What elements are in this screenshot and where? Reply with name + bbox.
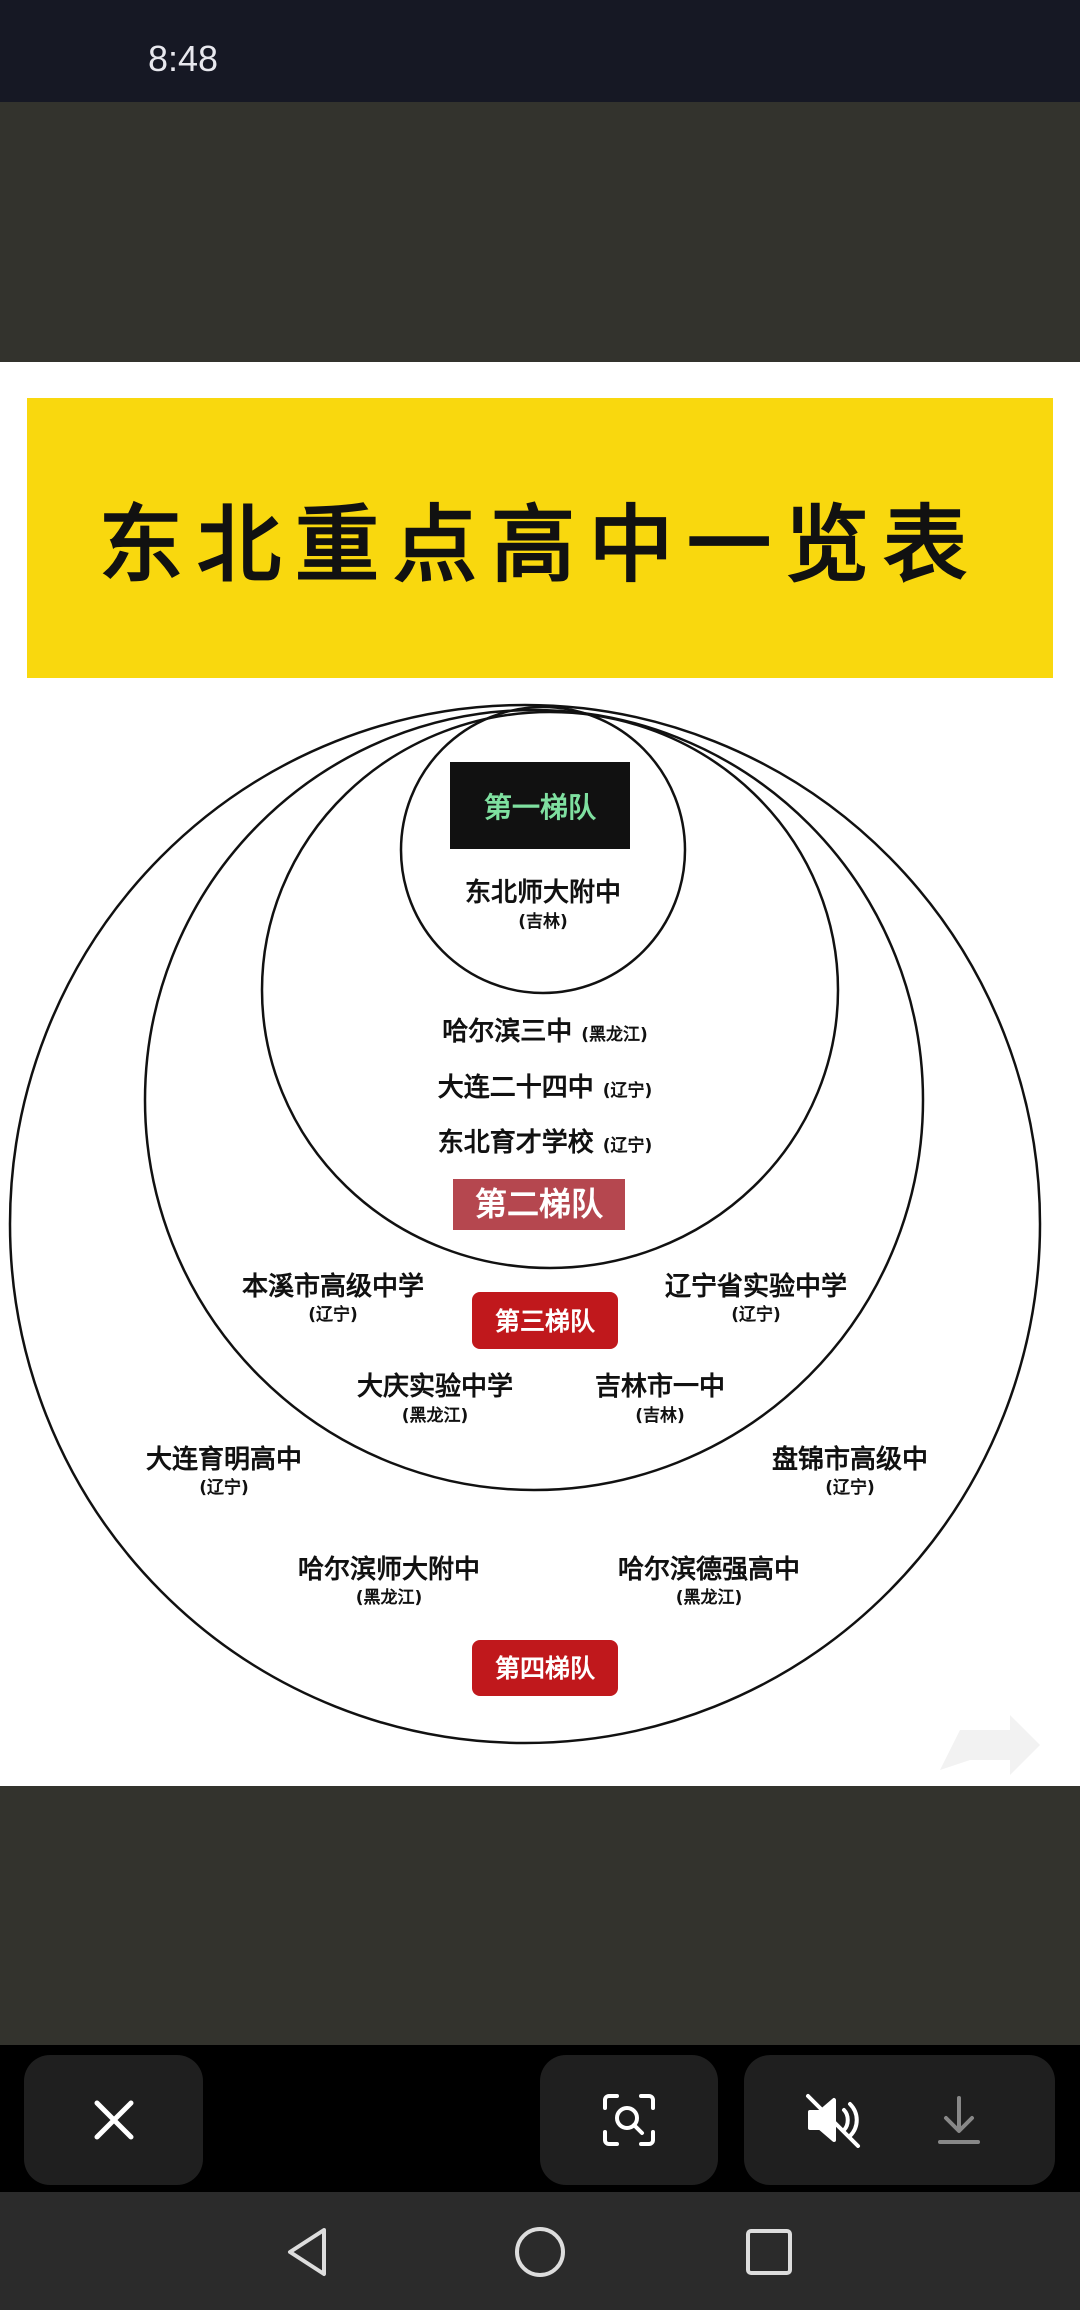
school-name: 大庆实验中学 [357,1371,513,1402]
school-name: 本溪市高级中学 [242,1271,424,1302]
tier2-circle [260,710,840,1270]
school-name: 东北师大附中 [465,877,621,908]
tier3-label: 第三梯队 [495,1307,596,1336]
svg-text:大连二十四中 (辽宁): 大连二十四中 (辽宁) [438,1073,653,1103]
lens-search-button[interactable] [540,2055,718,2185]
school-name: 吉林市一中 [595,1371,725,1402]
home-icon[interactable] [510,2222,570,2282]
school-name: 东北育才学校 [438,1127,595,1158]
media-controls [744,2055,1055,2185]
school-province: (辽宁) [731,1304,781,1325]
school-name: 哈尔滨德强高中 [618,1554,800,1585]
tier3-circle [143,708,925,1492]
tier3-label-box [472,1292,618,1349]
school-province: (辽宁) [603,1080,653,1101]
tier4-circle [8,703,1042,1745]
school-province: (吉林) [635,1405,685,1426]
school-province: (辽宁) [825,1477,875,1498]
status-bar: 8:48 [0,0,1080,102]
school-province: (黑龙江) [581,1024,648,1045]
mute-icon[interactable] [804,2092,864,2148]
system-nav-bar [0,2192,1080,2310]
tier1-circle [399,705,687,995]
photo-content: 东北重点高中一览表 第一梯队 东北师大附中 (吉林) 哈尔滨三中 (黑龙江) 大… [0,362,1080,1786]
school-province: (黑龙江) [402,1405,469,1426]
viewer-background-bottom [0,1786,1080,2045]
school-name: 盘锦市高级中 [772,1444,928,1475]
tier2-label: 第二梯队 [475,1185,604,1223]
recents-icon[interactable] [739,2222,799,2282]
school-province: (辽宁) [603,1135,653,1156]
svg-text:哈尔滨三中 (黑龙江): 哈尔滨三中 (黑龙江) [442,1016,648,1047]
school-name: 哈尔滨三中 [442,1016,572,1047]
svg-text:东北育才学校 (辽宁): 东北育才学校 (辽宁) [438,1127,653,1158]
school-name: 大连育明高中 [146,1444,302,1475]
school-province: (黑龙江) [356,1587,423,1608]
school-province: (吉林) [518,911,568,932]
title-banner: 东北重点高中一览表 [27,398,1053,678]
download-icon[interactable] [934,2092,984,2148]
close-button[interactable] [24,2055,203,2185]
school-name: 大连二十四中 [438,1073,594,1103]
tier2-label-box [453,1179,625,1230]
close-icon [94,2100,133,2140]
school-province: (辽宁) [308,1304,358,1325]
viewer-background-top [0,102,1080,362]
school-name: 辽宁省实验中学 [665,1271,847,1302]
school-province: (辽宁) [199,1477,249,1498]
share-arrow-watermark [940,1715,1040,1775]
school-name: 哈尔滨师大附中 [298,1554,480,1585]
lens-search-icon [603,2094,655,2146]
tier1-label: 第一梯队 [484,791,597,824]
viewer-toolbar [0,2045,1080,2192]
school-province: (黑龙江) [676,1587,743,1608]
back-icon[interactable] [278,2222,338,2282]
image-title: 东北重点高中一览表 [98,494,981,594]
status-time: 8:48 [148,38,219,79]
tier1-label-box [450,762,630,849]
tier-diagram: 第一梯队 东北师大附中 (吉林) 哈尔滨三中 (黑龙江) 大连二十四中 (辽宁)… [8,703,1042,1775]
tier4-label: 第四梯队 [495,1654,596,1683]
tier4-label-box [472,1640,618,1696]
